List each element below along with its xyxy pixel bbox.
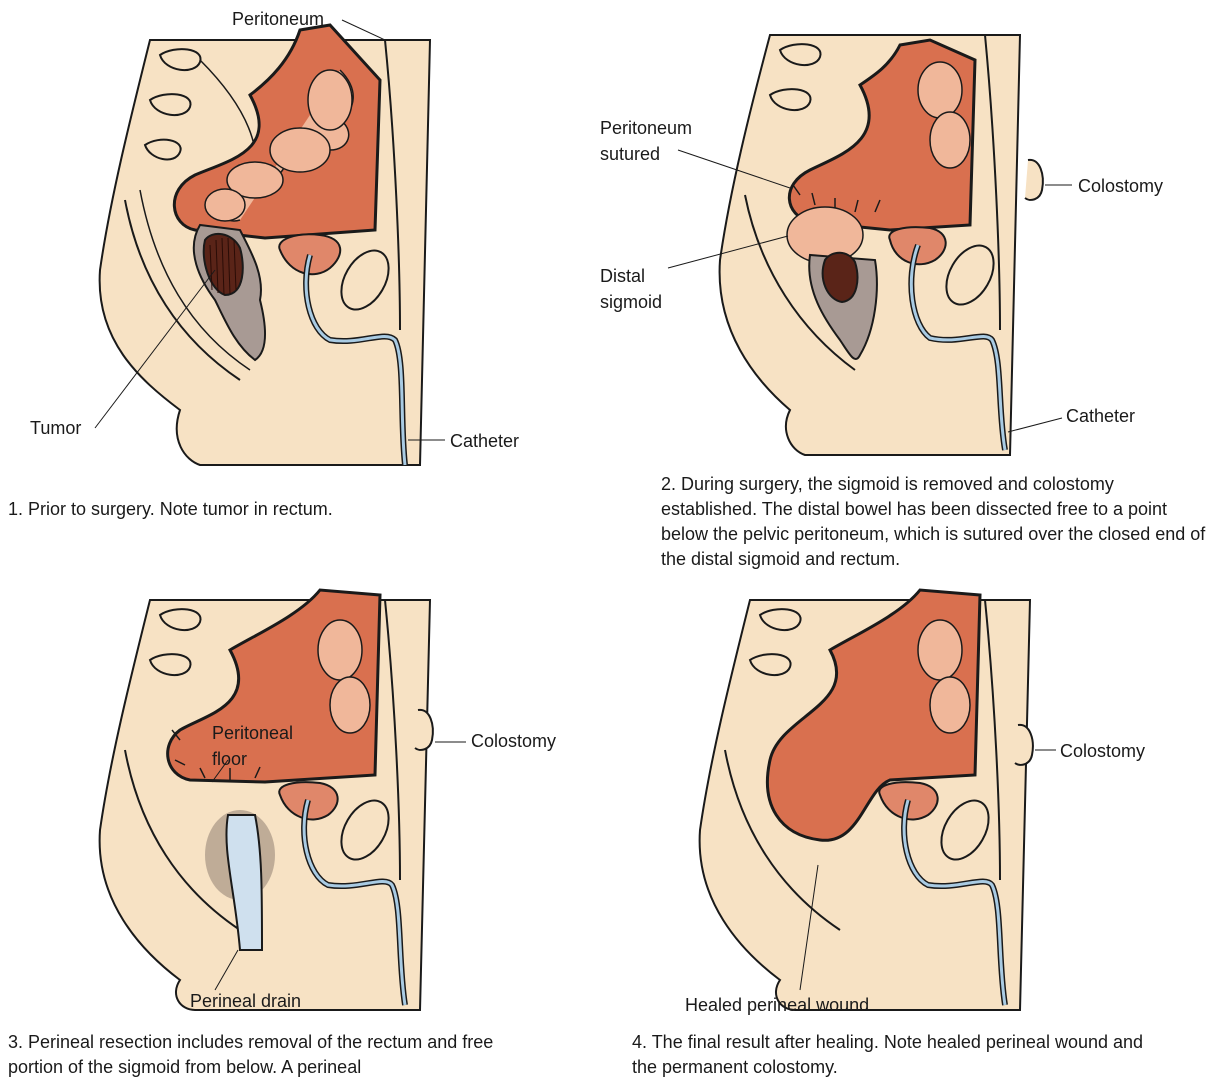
catheter-label: Catheter bbox=[450, 430, 519, 452]
perineal-drain-label: Perineal drain bbox=[190, 990, 301, 1012]
panel-1-caption: 1. Prior to surgery. Note tumor in rectu… bbox=[8, 497, 568, 522]
panel-2-caption: 2. During surgery, the sigmoid is remove… bbox=[661, 472, 1211, 572]
panel-1-illustration bbox=[0, 0, 600, 540]
healed-perineal-wound-label: Healed perineal wound bbox=[685, 994, 869, 1016]
peritoneum-label: Peritoneum bbox=[232, 8, 324, 30]
colostomy-label: Colostomy bbox=[1060, 740, 1145, 762]
panel-3-caption: 3. Perineal resection includes removal o… bbox=[8, 1030, 528, 1080]
peritoneal-floor-label: Peritoneal floor bbox=[212, 720, 293, 772]
panel-1: Peritoneum Tumor Catheter 1. Prior to su… bbox=[0, 0, 600, 540]
tumor-label: Tumor bbox=[30, 417, 81, 439]
catheter-label: Catheter bbox=[1066, 405, 1135, 427]
distal-sigmoid-label: Distal sigmoid bbox=[600, 263, 662, 315]
panel-2-illustration bbox=[600, 0, 1212, 470]
panel-4-caption: 4. The final result after healing. Note … bbox=[632, 1030, 1157, 1080]
panel-4-illustration bbox=[600, 590, 1212, 1020]
panel-2: Peritoneum sutured Distal sigmoid Colost… bbox=[600, 0, 1212, 590]
panel-4: Colostomy Healed perineal wound 4. The f… bbox=[600, 590, 1212, 1080]
colostomy-label: Colostomy bbox=[1078, 175, 1163, 197]
peritoneum-sutured-label: Peritoneum sutured bbox=[600, 115, 692, 167]
colostomy-label: Colostomy bbox=[471, 730, 556, 752]
panel-3: Peritoneal floor Colostomy Perineal drai… bbox=[0, 590, 600, 1080]
panel-3-illustration bbox=[0, 590, 600, 1020]
